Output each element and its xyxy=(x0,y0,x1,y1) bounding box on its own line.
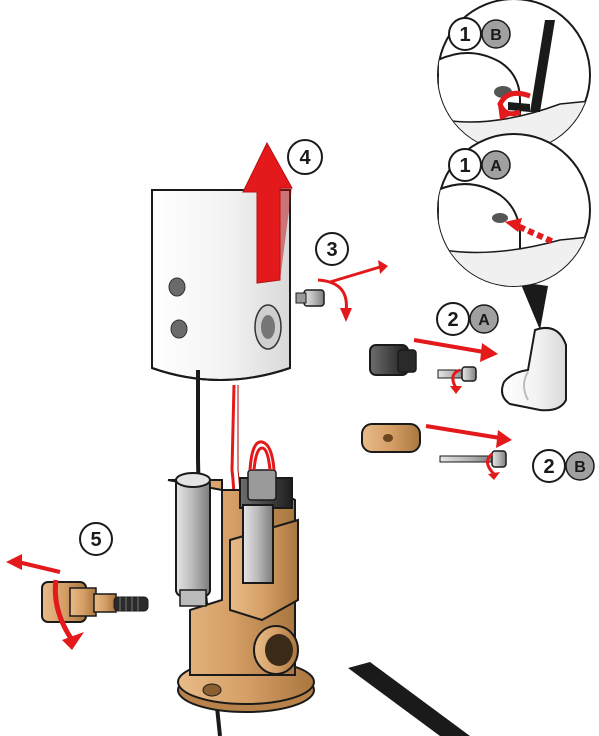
handle-lever xyxy=(502,328,566,410)
step-badge-2a: A 2 xyxy=(437,303,498,335)
step-number: 3 xyxy=(326,239,337,261)
step-number: 2 xyxy=(447,309,458,331)
step-letter: A xyxy=(478,312,490,329)
step-letter: A xyxy=(490,158,502,175)
step-number: 1 xyxy=(459,24,470,46)
step-number: 1 xyxy=(459,155,470,177)
step-number: 5 xyxy=(90,529,101,551)
step-letter: B xyxy=(574,459,586,476)
sleeve-and-screw-2b xyxy=(362,424,512,480)
cap-and-screw-2a xyxy=(370,340,498,394)
step-badge-4: 4 xyxy=(288,140,322,174)
step-number: 2 xyxy=(543,456,554,478)
valve-assembly xyxy=(168,442,314,712)
step-letter: B xyxy=(490,27,502,44)
step-badge-2b: B 2 xyxy=(533,450,594,482)
detail-pointer-wedge xyxy=(348,662,470,736)
set-screw xyxy=(296,260,388,322)
step-number: 4 xyxy=(299,147,311,169)
step-badge-3: 3 xyxy=(316,233,348,265)
step-badge-5: 5 xyxy=(80,523,112,555)
thermostatic-cartridge xyxy=(6,554,148,650)
